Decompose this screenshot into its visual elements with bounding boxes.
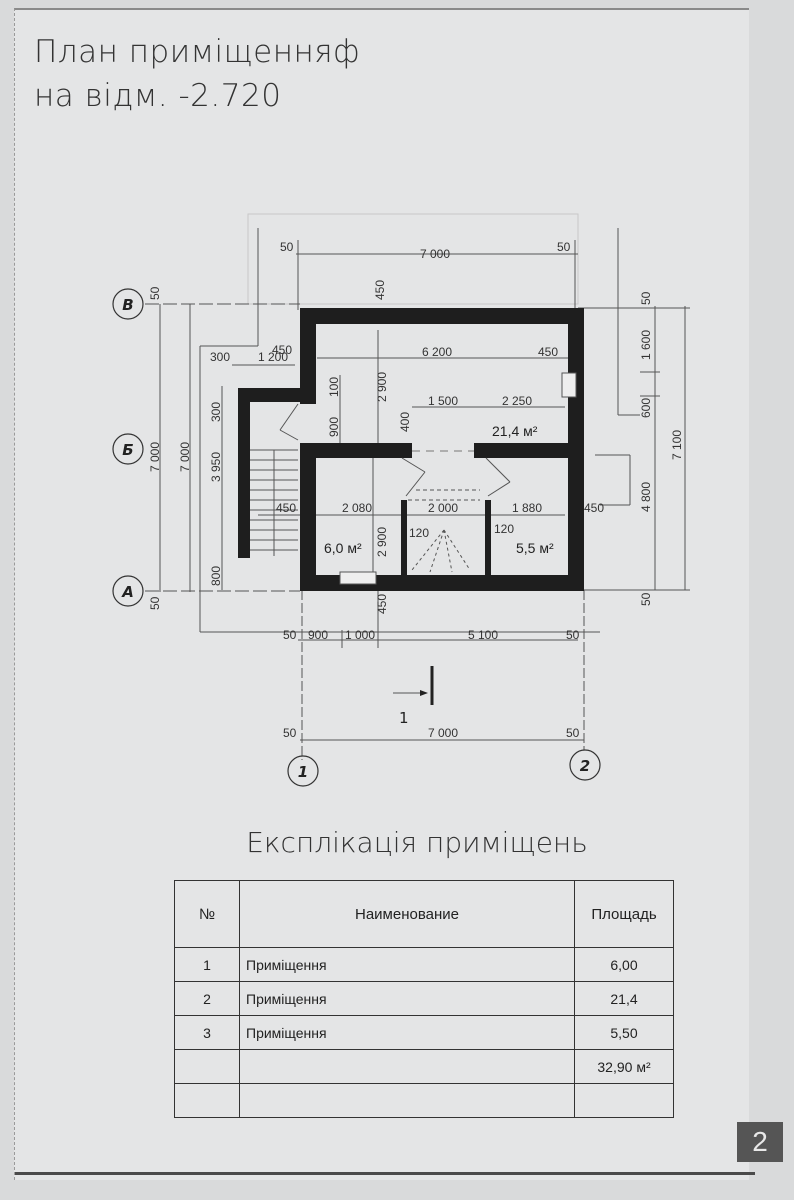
header-name: Наименование	[239, 880, 575, 948]
dim: 1 880	[512, 501, 542, 515]
axis-label-b: Б	[122, 441, 133, 459]
empty-cell	[174, 1049, 240, 1084]
table-total-row: 32,90 м²	[174, 1049, 674, 1084]
dim: 7 000	[148, 442, 162, 472]
dim: 4 800	[639, 482, 653, 512]
empty-cell	[239, 1083, 575, 1118]
dim: 50	[148, 596, 162, 610]
dim: 450	[272, 343, 292, 357]
room-area-left: 6,0 м²	[324, 540, 362, 556]
dim: 7 000	[178, 442, 192, 472]
page-title: План приміщенняф на відм. -2.720	[34, 30, 360, 118]
empty-cell	[174, 1083, 240, 1118]
dim: 450	[373, 280, 387, 300]
dim: 50	[566, 628, 580, 642]
row-name: Приміщення	[239, 981, 575, 1016]
explication-table: № Наименование Площадь 1 Приміщення 6,00…	[174, 880, 674, 1118]
dim: 3 950	[209, 452, 223, 482]
title-line-2: на відм. -2.720	[34, 78, 282, 114]
empty-cell	[574, 1083, 674, 1118]
dim: 450	[538, 345, 558, 359]
row-name: Приміщення	[239, 947, 575, 982]
dim: 50	[283, 726, 297, 740]
dim: 6 200	[422, 345, 452, 359]
dim: 450	[375, 594, 389, 614]
dim: 5 100	[468, 628, 498, 642]
dim: 600	[639, 398, 653, 418]
table-row-empty	[174, 1083, 674, 1118]
page-number: 2	[737, 1122, 783, 1162]
table-row: 2 Приміщення 21,4	[174, 981, 674, 1016]
dim: 2 080	[342, 501, 372, 515]
row-area: 6,00	[574, 947, 674, 982]
section-mark-label: 1	[399, 709, 409, 727]
row-no: 3	[174, 1015, 240, 1050]
dim: 800	[209, 566, 223, 586]
dim: 50	[148, 286, 162, 300]
dim: 50	[283, 628, 297, 642]
axis-label-2: 2	[580, 757, 590, 775]
title-line-1: План приміщенняф	[34, 34, 361, 70]
dim: 100	[327, 377, 341, 397]
dim: 2 250	[502, 394, 532, 408]
row-no: 1	[174, 947, 240, 982]
dim: 120	[494, 522, 514, 536]
total-area: 32,90 м²	[574, 1049, 674, 1084]
dim: 900	[327, 417, 341, 437]
row-name: Приміщення	[239, 1015, 575, 1050]
header-area: Площадь	[574, 880, 674, 948]
table-row: 1 Приміщення 6,00	[174, 947, 674, 982]
dim: 450	[276, 501, 296, 515]
table-row: 3 Приміщення 5,50	[174, 1015, 674, 1050]
dim: 900	[308, 628, 328, 642]
empty-cell	[239, 1049, 575, 1084]
floor-plan-drawing: В Б А 1 2 50 7 000 50 300 1 200 450 6 20…	[112, 213, 690, 787]
dim: 2 900	[375, 372, 389, 402]
dim: 1 600	[639, 330, 653, 360]
dim: 50	[639, 592, 653, 606]
room-area-main: 21,4 м²	[492, 423, 538, 439]
dim: 1 000	[345, 628, 375, 642]
dim: 1 200	[258, 350, 288, 364]
dim: 120	[409, 526, 429, 540]
axis-label-1: 1	[298, 763, 308, 781]
header-no: №	[174, 880, 240, 948]
dim: 7 000	[428, 726, 458, 740]
page-bottom-rule	[15, 1172, 755, 1175]
axis-label-v: В	[122, 296, 133, 314]
dim: 300	[209, 402, 223, 422]
dim: 50	[566, 726, 580, 740]
dim: 1 500	[428, 394, 458, 408]
dim: 50	[639, 291, 653, 305]
row-no: 2	[174, 981, 240, 1016]
dim: 2 000	[428, 501, 458, 515]
dim: 400	[398, 412, 412, 432]
dim: 50	[557, 240, 571, 254]
room-area-right: 5,5 м²	[516, 540, 554, 556]
row-area: 5,50	[574, 1015, 674, 1050]
dim: 7 000	[420, 247, 450, 261]
explication-title: Експлікація приміщень	[246, 826, 588, 859]
row-area: 21,4	[574, 981, 674, 1016]
table-header-row: № Наименование Площадь	[174, 880, 674, 948]
dim: 300	[210, 350, 230, 364]
dim: 50	[280, 240, 294, 254]
axis-label-a: А	[121, 583, 134, 601]
dim: 7 100	[670, 430, 684, 460]
dim: 2 900	[375, 527, 389, 557]
dim: 450	[584, 501, 604, 515]
